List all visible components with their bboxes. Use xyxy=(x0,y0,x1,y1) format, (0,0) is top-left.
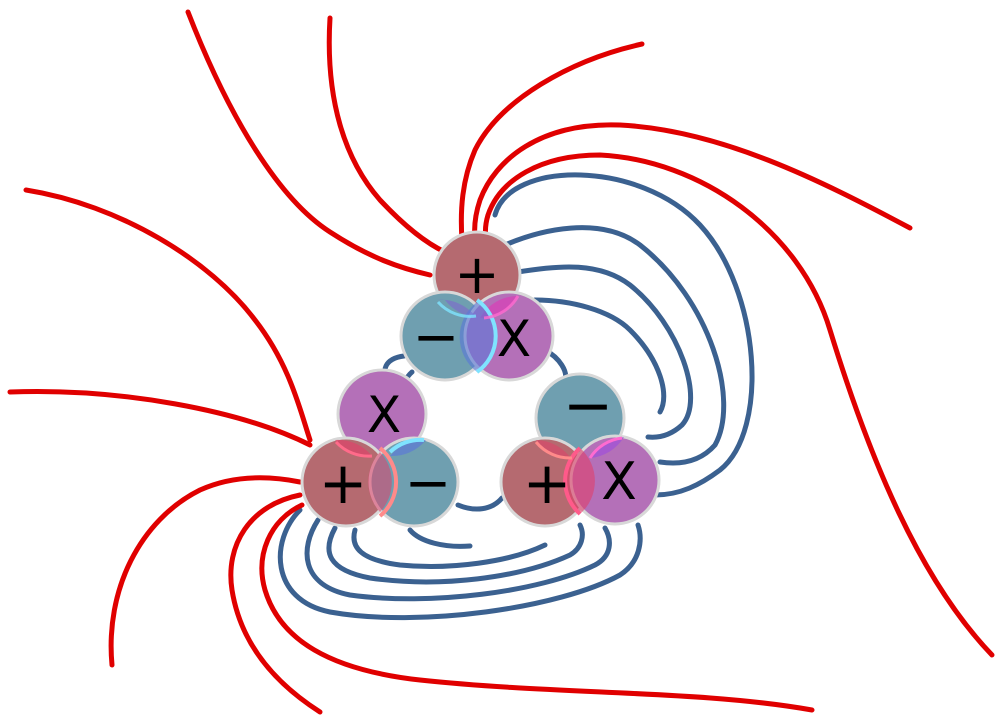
cluster-left: X + − xyxy=(300,368,460,528)
ball-label: X xyxy=(601,452,637,512)
overlap-region xyxy=(590,437,624,458)
red-field-line xyxy=(7,389,313,448)
ball-label: + xyxy=(454,243,499,306)
blue-field-line xyxy=(515,264,693,440)
red-field-line xyxy=(23,187,313,443)
blue-field-line xyxy=(492,172,755,498)
blue-field-line xyxy=(407,527,473,549)
overlap-edge xyxy=(388,437,425,454)
overlap-region xyxy=(335,439,372,457)
overlap-region xyxy=(536,440,572,460)
red-field-lines xyxy=(7,9,995,715)
ball-label: − xyxy=(413,305,460,370)
overlap-edge xyxy=(563,446,582,516)
red-field-line xyxy=(108,475,303,668)
blue-field-lines xyxy=(277,172,755,621)
red-field-line xyxy=(458,41,645,243)
cluster-top: + − X xyxy=(399,230,555,382)
blue-field-line xyxy=(304,517,612,602)
cluster-right: − + X xyxy=(499,371,661,528)
overlap-region xyxy=(565,448,595,514)
ball-label: + xyxy=(319,449,368,517)
ball-label: X xyxy=(497,310,531,368)
overlap-region xyxy=(390,439,426,457)
overlap-edge xyxy=(534,441,573,460)
overlap-region xyxy=(459,302,495,372)
overlap-region xyxy=(368,452,392,512)
ball-label: X xyxy=(367,386,401,444)
blue-field-line xyxy=(277,507,643,621)
ball-label: − xyxy=(563,371,613,441)
particle-clusters: + − X X + − xyxy=(300,230,661,528)
blue-field-line xyxy=(351,527,548,569)
blue-field-line xyxy=(532,297,667,415)
red-field-line xyxy=(259,502,815,713)
blue-field-line xyxy=(326,522,585,585)
overlap-edge xyxy=(475,298,498,374)
overlap-edge xyxy=(436,300,477,318)
red-field-line xyxy=(326,15,448,255)
overlap-edge xyxy=(483,295,520,320)
blue-field-line xyxy=(455,495,505,512)
red-field-line xyxy=(472,122,913,241)
overlap-edge xyxy=(588,436,623,459)
ball-label: + xyxy=(523,449,572,517)
blue-field-line xyxy=(502,225,727,466)
overlap-region xyxy=(437,299,476,317)
overlap-edge xyxy=(378,446,398,518)
ball-label: − xyxy=(405,451,452,516)
red-field-line xyxy=(185,9,433,278)
red-field-line xyxy=(228,492,323,715)
red-field-line xyxy=(482,152,995,658)
overlap-edge xyxy=(334,440,373,458)
